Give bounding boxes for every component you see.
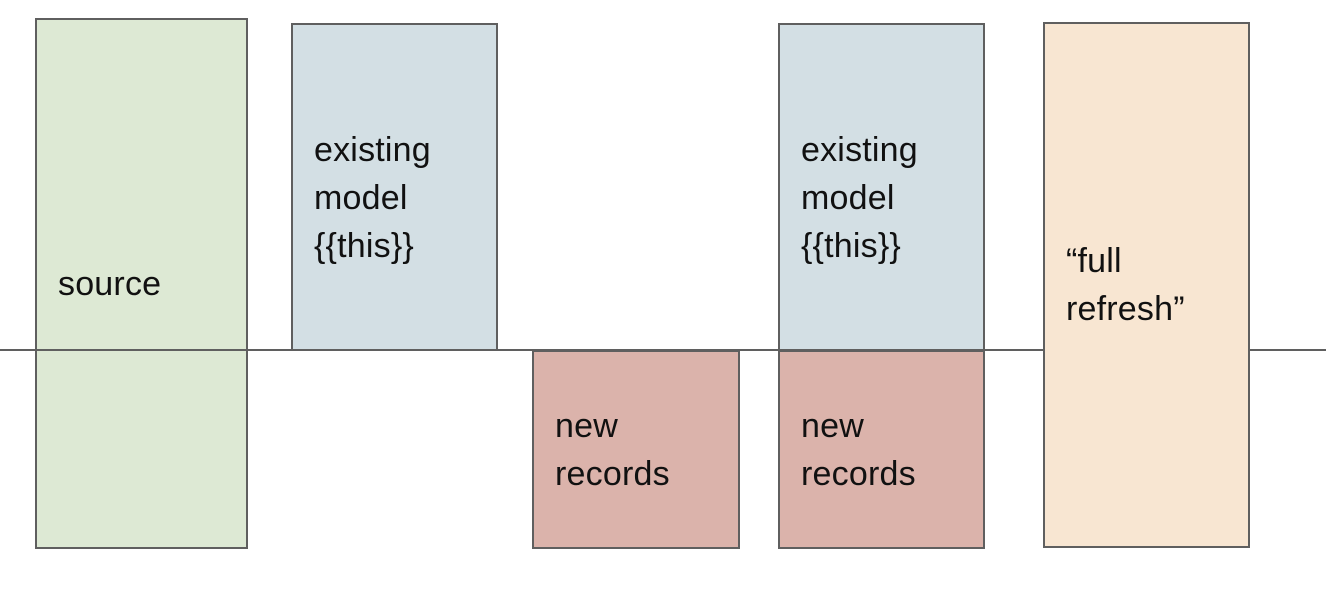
new-records-box-left-label: new records bbox=[555, 406, 670, 493]
existing-model-box-left-label: existing model {{this}} bbox=[314, 131, 431, 265]
full-refresh-box-label: “full refresh” bbox=[1066, 242, 1185, 328]
source-box: source bbox=[35, 18, 248, 549]
existing-model-box-right-label: existing model {{this}} bbox=[801, 131, 918, 265]
new-records-box-right-label: new records bbox=[801, 406, 916, 493]
new-records-box-left: new records bbox=[532, 350, 740, 549]
new-records-box-right: new records bbox=[778, 350, 985, 549]
source-box-label: source bbox=[58, 264, 162, 303]
full-refresh-box: “full refresh” bbox=[1043, 22, 1250, 548]
existing-model-box-left: existing model {{this}} bbox=[291, 23, 498, 351]
existing-model-box-right: existing model {{this}} bbox=[778, 23, 985, 351]
